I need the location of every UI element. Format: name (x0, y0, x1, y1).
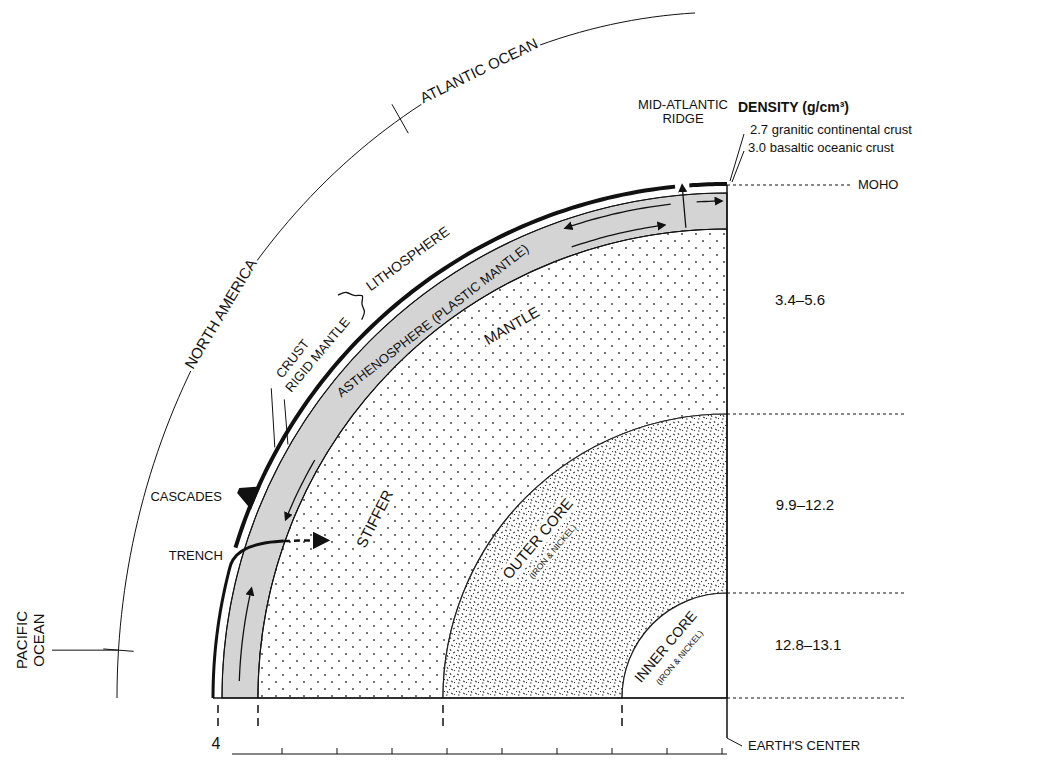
region-label: PACIFIC OCEAN (14, 603, 47, 677)
boundary-dashes (727, 185, 905, 698)
base-line (213, 697, 727, 699)
leader-line (730, 134, 744, 181)
region-tick (392, 104, 408, 133)
scale-number: 4 (210, 735, 223, 753)
scale-tick (612, 748, 613, 754)
leader-line (732, 151, 744, 182)
region-label: ATLANTIC OCEAN (416, 35, 543, 108)
continental-crust (689, 184, 727, 185)
feature-label: CASCADES (148, 490, 224, 504)
region-label: NORTH AMERICA (181, 255, 261, 374)
density-value: 12.8–13.1 (773, 637, 844, 654)
layer-outline (258, 229, 727, 698)
feature-label: TRENCH (167, 549, 225, 563)
leader-line (284, 399, 288, 444)
center-label: EARTH'S CENTER (746, 739, 862, 753)
asthenosphere-boundary (258, 229, 727, 698)
rigid-mantle-line (222, 193, 727, 698)
scale-tick (392, 748, 393, 754)
boundary-name: MOHO (856, 178, 900, 192)
axis-line (726, 185, 728, 738)
volcano-symbol (237, 486, 261, 509)
density-note: 2.7 granitic continental crust (748, 123, 914, 137)
scale-tick (557, 748, 558, 754)
scale-tick (282, 748, 283, 754)
depth-ticks (218, 705, 622, 730)
feature-label: MID-ATLANTIC RIDGE (631, 98, 735, 127)
layer-outline (622, 593, 727, 698)
table-heading: DENSITY (g/cm³) (736, 100, 851, 115)
scale-line (232, 754, 727, 755)
scale-tick (667, 748, 668, 754)
scale-tick (722, 748, 723, 754)
layer-outline (222, 193, 727, 698)
leader-line (727, 738, 742, 746)
density-value: 3.4–5.6 (773, 292, 827, 309)
density-note: 3.0 basaltic oceanic crust (746, 141, 896, 155)
scale-tick (337, 748, 338, 754)
density-value: 9.9–12.2 (774, 497, 836, 514)
region-line (52, 650, 118, 651)
scale-tick (447, 748, 448, 754)
leader-line (271, 388, 275, 447)
layer-outline (443, 414, 727, 698)
scale-tick (502, 748, 503, 754)
